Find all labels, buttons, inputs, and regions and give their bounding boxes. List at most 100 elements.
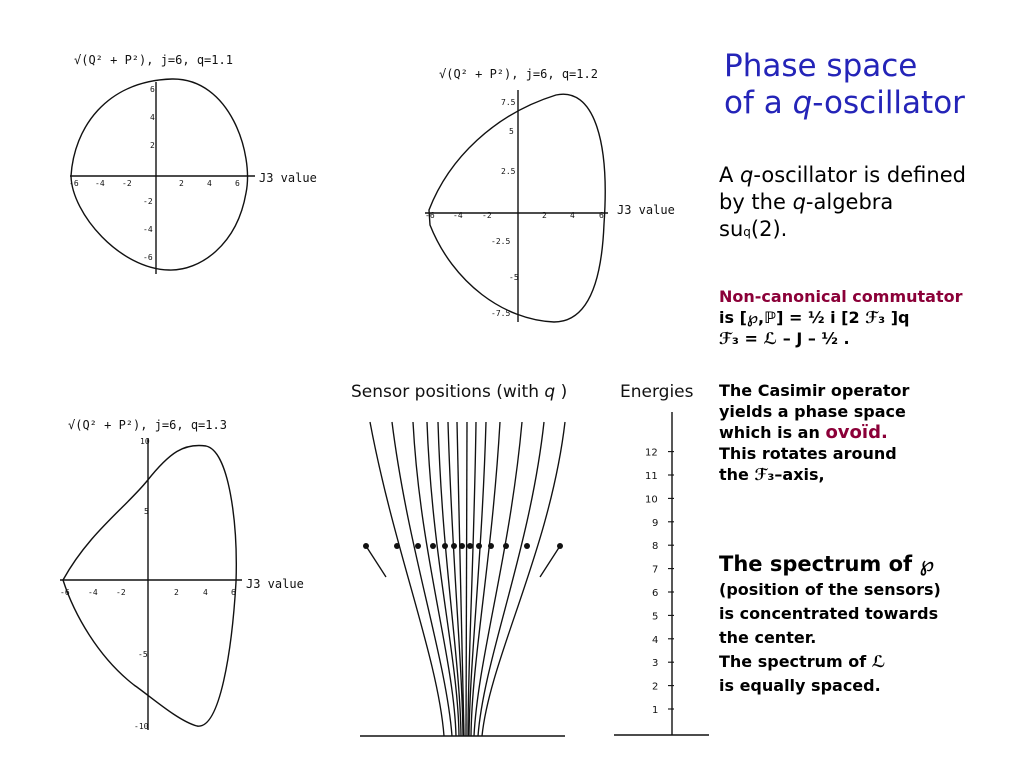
svg-text:6: 6 xyxy=(150,85,155,94)
casimir-line-4: This rotates around xyxy=(719,444,897,463)
sensor-points xyxy=(363,543,563,549)
commutator-heading: Non-canonical commutator xyxy=(719,287,963,306)
svg-text:-2: -2 xyxy=(122,179,132,188)
svg-text:4: 4 xyxy=(570,211,575,220)
right-sensor-arc xyxy=(539,545,561,578)
svg-text:4: 4 xyxy=(207,179,212,188)
ovoid-highlight: ovoïd. xyxy=(825,422,888,443)
svg-text:2: 2 xyxy=(150,141,155,150)
sensor-plot-title: Sensor positions (with q ) xyxy=(351,382,567,402)
spectrum-line-1: (position of the sensors) xyxy=(719,580,941,599)
x-axis-label: J3 value xyxy=(617,203,675,217)
left-sensor-arc xyxy=(365,545,387,578)
definition-prefix: A xyxy=(719,163,741,187)
title-line-2: of a q-oscillator xyxy=(724,85,965,122)
sensor-title-prefix: Sensor positions (with xyxy=(351,382,545,402)
svg-text:-7.5: -7.5 xyxy=(491,309,510,318)
spectrum-line-3: the center. xyxy=(719,628,817,647)
svg-text:5: 5 xyxy=(144,507,149,516)
title-variable: q xyxy=(792,85,813,121)
svg-text:-2: -2 xyxy=(143,197,153,206)
svg-text:-4: -4 xyxy=(95,179,105,188)
spectrum-title: The spectrum of ℘ xyxy=(719,552,935,576)
energy-tick-label: 7 xyxy=(652,565,658,576)
svg-text:6: 6 xyxy=(235,179,240,188)
sensor-positions-plot xyxy=(360,421,566,737)
svg-text:2: 2 xyxy=(179,179,184,188)
svg-text:-4: -4 xyxy=(88,588,98,597)
svg-text:-6: -6 xyxy=(60,588,70,597)
definition-suffix-2: -algebra xyxy=(805,190,894,214)
definition-prefix-2: by the xyxy=(719,190,793,214)
svg-text:-2: -2 xyxy=(116,588,126,597)
phase-plot-label: √(Q² + P²), j=6, q=1.2 xyxy=(439,67,598,81)
casimir-line-2: yields a phase space xyxy=(719,402,906,421)
svg-text:-5: -5 xyxy=(138,650,148,659)
casimir-line-5: the ℱ₃–axis, xyxy=(719,465,825,484)
casimir-block: The Casimir operator yields a phase spac… xyxy=(719,380,909,485)
spectrum-line-2: is concentrated towards xyxy=(719,604,939,623)
energies-title: Energies xyxy=(620,382,694,402)
sensor-title-suffix: ) xyxy=(555,382,568,402)
phase-curve xyxy=(428,93,606,323)
definition-suffix: -oscillator is defined xyxy=(753,163,966,187)
phase-curve xyxy=(62,444,237,727)
sensor-title-variable: q xyxy=(544,382,556,402)
energy-tick-label: 8 xyxy=(652,541,658,552)
svg-text:5: 5 xyxy=(509,127,514,136)
energy-tick-label: 3 xyxy=(652,658,658,669)
casimir-prefix: which is an xyxy=(719,423,826,442)
svg-text:-2: -2 xyxy=(482,211,492,220)
svg-text:-4: -4 xyxy=(143,225,153,234)
svg-text:-10: -10 xyxy=(134,722,149,731)
algebra-subscript: q xyxy=(743,225,751,239)
commutator-block: Non-canonical commutator is [℘,ℙ] = ½ i … xyxy=(719,286,962,349)
svg-text:6: 6 xyxy=(599,211,604,220)
svg-text:2: 2 xyxy=(542,211,547,220)
svg-text:10: 10 xyxy=(140,437,150,446)
svg-text:6: 6 xyxy=(231,588,236,597)
svg-text:7.5: 7.5 xyxy=(501,98,516,107)
energy-tick-label: 1 xyxy=(652,705,658,716)
phase-plot-label: √(Q² + P²), j=6, q=1.3 xyxy=(68,418,227,432)
sensor-trajectories xyxy=(369,421,566,737)
energy-tick-label: 10 xyxy=(645,494,658,505)
commutator-equation: is [℘,ℙ] = ½ i [2 ℱ₃ ]q xyxy=(719,308,910,327)
definition-line-1: A q-oscillator is defined xyxy=(719,162,966,189)
algebra-name: su xyxy=(719,217,744,241)
svg-text:-4: -4 xyxy=(453,211,463,220)
energy-tick-label: 12 xyxy=(645,448,658,459)
casimir-line-1: The Casimir operator xyxy=(719,381,910,400)
spectrum-line-5: is equally spaced. xyxy=(719,676,881,695)
spectrum-line-4: The spectrum of ℒ xyxy=(719,652,886,671)
algebra-suffix: (2). xyxy=(750,217,788,241)
energy-tick-label: 6 xyxy=(652,588,658,599)
svg-text:-2.5: -2.5 xyxy=(491,237,510,246)
svg-text:2.5: 2.5 xyxy=(501,167,516,176)
title-prefix: of a xyxy=(724,85,793,121)
svg-text:-6: -6 xyxy=(143,253,153,262)
energy-tick-label: 2 xyxy=(652,682,658,693)
energy-tick-label: 9 xyxy=(652,518,658,529)
title-line-1: Phase space xyxy=(724,48,918,84)
energy-tick-label: 4 xyxy=(652,635,658,646)
definition-text: A q-oscillator is defined by the q-algeb… xyxy=(719,162,966,246)
phase-curve xyxy=(70,78,249,271)
svg-text:-5: -5 xyxy=(509,273,519,282)
x-axis-label: J3 value xyxy=(246,577,304,591)
title-suffix: -oscillator xyxy=(812,85,965,121)
svg-text:-6: -6 xyxy=(69,179,79,188)
spectrum-block: The spectrum of ℘ (position of the senso… xyxy=(719,550,941,698)
casimir-line-3: which is an ovoïd. xyxy=(719,422,909,443)
svg-text:4: 4 xyxy=(203,588,208,597)
slide-title: Phase space of a q-oscillator xyxy=(724,48,965,122)
j3-equation: ℱ₃ = ℒ – J – ½ . xyxy=(719,329,850,348)
definition-variable-2: q xyxy=(792,190,806,214)
definition-variable: q xyxy=(740,163,754,187)
svg-text:4: 4 xyxy=(150,113,155,122)
